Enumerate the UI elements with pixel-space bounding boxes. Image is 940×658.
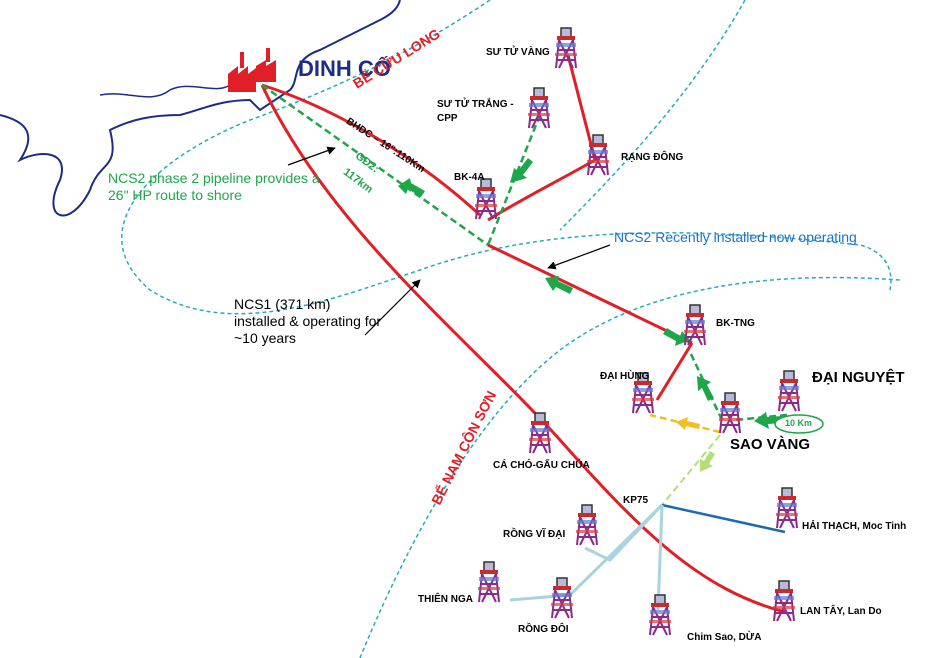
flow-arrow-7 [676,417,700,430]
flow-arrow-1 [398,178,425,197]
platform-label-kp75: KP75 [623,495,649,506]
pipeline-sao-vang-kp75 [661,434,721,506]
platform-icon-su-tu-vang [554,27,578,69]
platform-label-bk4a: BK-4A [454,172,485,183]
note-ncs2-recent: NCS2 Recently installed now operating [614,229,857,245]
pipeline-kp75-thien-nga [509,503,664,602]
platform-icon-rong-vi-dai [575,504,599,546]
platform-icon-sao-vang [718,392,742,434]
platform-icon-thien-nga [477,561,501,603]
pipeline-rang-dong [487,54,597,222]
platform-label-dai-hung: ĐẠI HÙNG [600,371,650,382]
platform-label-dai-nguyet: ĐẠI NGUYỆT [812,369,905,386]
basin-boundary-right [559,0,746,231]
platform-icon-rong-doi [550,577,574,619]
note-ncs1: NCS1 (371 km) installed & operating for … [234,296,382,346]
pipeline-bhdc [261,83,482,217]
flow-arrow-4 [663,328,690,346]
flow-arrow-2 [510,158,533,183]
distance-label: 10 Km [785,418,813,428]
platform-label-bktng: BK-TNG [716,318,755,329]
flow-arrow-8 [700,451,715,472]
platform-label-sao-vang: SAO VÀNG [730,436,811,453]
platform-icon-lan-tay [772,580,796,622]
basin-boundary-cuu-long [120,0,892,315]
note-ncs2-phase2: NCS2 phase 2 pipeline provides a 26" HP … [108,170,320,203]
factory-icon [228,48,276,92]
platform-icon-dai-nguyet [777,370,801,412]
callout-arrow-ncs2-recent [547,244,611,270]
platform-label-rong-doi: RỒNG ĐÔI [518,624,569,635]
pipeline-ncs2 [487,243,693,345]
platform-label-hai-thach: HẢI THẠCH, Moc Tinh [802,521,907,532]
platform-label-ca-cho: CÁ CHÓ-GẤU CHÚA [493,460,590,471]
platform-label-chim-sao: Chim Sao, DỪA [687,632,762,643]
flow-arrow-6 [754,412,783,429]
platform-label-rong-vi-dai: RỒNG VĨ ĐẠI [503,529,566,540]
platform-label-su-tu-trang: SƯ TỬ TRẮNG - CPP [437,99,514,124]
platform-icon-ca-cho [528,412,552,454]
platform-label-su-tu-vang: SƯ TỬ VÀNG [486,47,550,58]
platform-label-rang-dong: RẠNG ĐÔNG [621,152,684,163]
pipeline-kp75-chim-sao [656,504,664,611]
distance-ellipse [774,414,824,434]
platform-label-lan-tay: LAN TÂY, Lan Do [800,606,882,617]
pipeline-hai-thach [661,503,786,534]
callout-arrow-ncs1 [364,279,421,336]
pipeline-dai-hung [655,342,694,401]
flow-arrow-3 [545,276,573,294]
platform-icon-hai-thach [775,487,799,529]
platform-icon-chim-sao [648,594,672,636]
coastline-inner [99,84,231,98]
flow-arrow-5 [697,376,714,401]
pipeline-ncs2-phase2 [261,83,489,247]
platform-icon-su-tu-trang [527,87,551,129]
callout-arrow-ncs2-phase2 [287,146,336,166]
terminal-name: DINH CỐ [298,56,391,81]
coastline [0,0,401,217]
basin-boundary-nam-con-son [359,276,901,658]
platform-label-thien-nga: THIÊN NGA [418,594,473,605]
